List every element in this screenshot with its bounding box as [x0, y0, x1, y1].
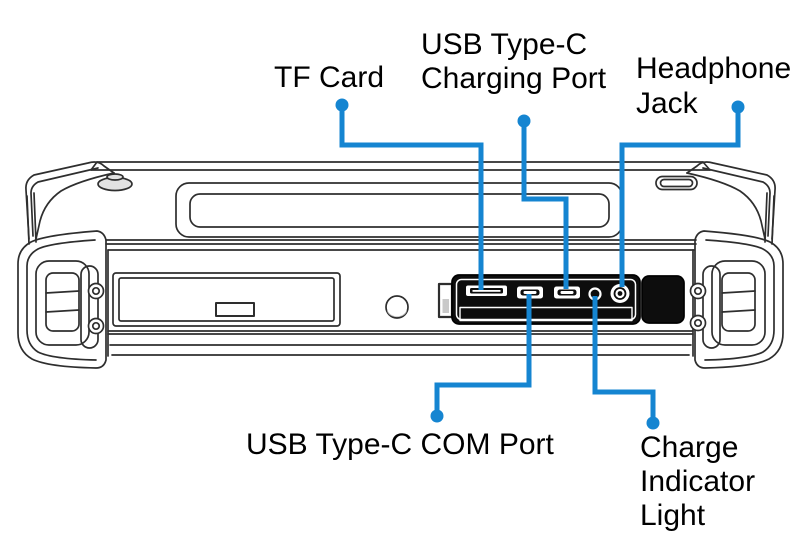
- top-right-slot: [655, 175, 698, 191]
- round-button: [385, 295, 409, 319]
- label-usb-charging-line2: Charging Port: [421, 62, 607, 95]
- top-knob: [97, 173, 133, 192]
- label-usb-charging-line1: USB Type-C: [421, 28, 588, 61]
- label-headphone-line1: Headphone: [636, 52, 792, 85]
- charge-indicator-callout-line: [592, 296, 656, 421]
- charging-port-callout-line: [521, 122, 569, 289]
- left-screws: [87, 282, 105, 335]
- charging-port-callout-dot: [517, 114, 531, 128]
- label-charge-line1: Charge: [640, 431, 739, 464]
- usb-c-com-port: [517, 286, 543, 299]
- callout-dots: [335, 98, 745, 430]
- usb-c-charging-port: [554, 286, 580, 299]
- right-bumper: [686, 161, 784, 369]
- label-charge-line3: Light: [640, 499, 706, 532]
- label-charge-indicator: Charge Indicator Light: [640, 431, 755, 533]
- tf-card-callout-dot: [335, 98, 349, 112]
- com-port-callout-line: [434, 294, 532, 414]
- headphone-jack-callout-line: [619, 108, 741, 287]
- left-bumper: [17, 161, 115, 369]
- side-slot: [437, 282, 454, 319]
- tf-card-slot: [466, 285, 507, 296]
- port-panel: [451, 274, 685, 325]
- tf-card-callout-line: [339, 106, 484, 290]
- top-recess: [175, 182, 623, 238]
- label-usb-charging-port: USB Type-C Charging Port: [421, 28, 606, 96]
- label-usb-com-port: USB Type-C COM Port: [246, 428, 554, 461]
- charge-indicator-callout-dot: [646, 416, 660, 430]
- headphone-jack-port: [610, 284, 630, 303]
- label-charge-line2: Indicator: [640, 465, 756, 498]
- label-tf-card: TF Card: [274, 61, 385, 94]
- port-panel-block: [641, 275, 685, 324]
- callout-lines: [339, 106, 741, 421]
- com-port-callout-dot: [430, 409, 444, 423]
- headphone-jack-callout-dot: [731, 100, 745, 114]
- battery-door: [112, 272, 341, 327]
- device-body: [17, 161, 784, 369]
- right-screws: [689, 282, 707, 332]
- label-headphone-line2: Jack: [636, 87, 698, 120]
- label-headphone-jack: Headphone Jack: [636, 51, 791, 121]
